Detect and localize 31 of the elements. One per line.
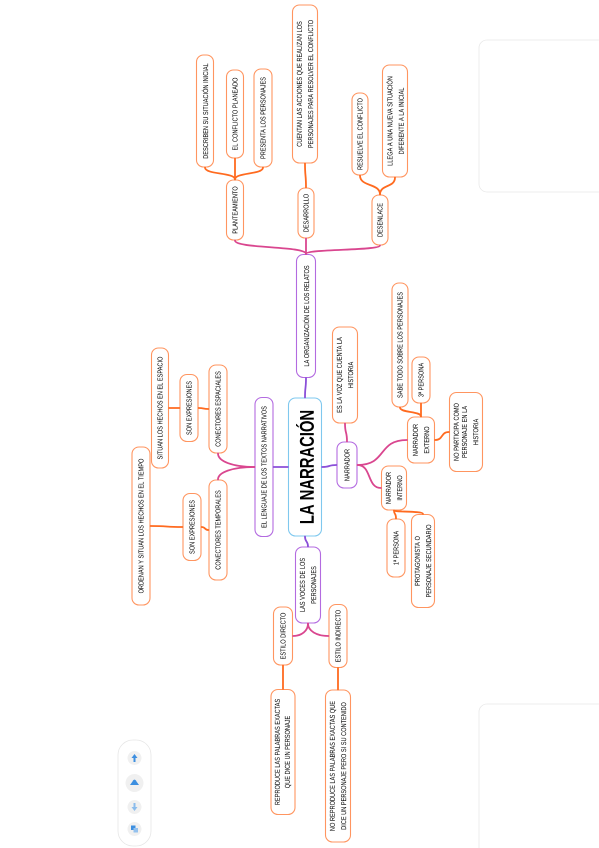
branch-line xyxy=(234,166,264,180)
branch-line xyxy=(359,174,381,196)
branch-line xyxy=(356,464,382,489)
branch-line xyxy=(198,407,210,410)
branch-line xyxy=(321,464,338,468)
branch-line xyxy=(305,238,307,255)
branch-line xyxy=(434,431,450,441)
branch-line xyxy=(344,422,348,442)
branch-line xyxy=(307,622,330,637)
branch-line xyxy=(234,240,307,255)
branch-line xyxy=(272,466,289,468)
branch-line xyxy=(234,158,236,180)
branch-line xyxy=(168,407,180,409)
branch-line xyxy=(282,664,284,690)
branch-line xyxy=(393,510,424,515)
branch-line xyxy=(379,176,396,196)
branch-line xyxy=(217,466,256,480)
branch-line xyxy=(200,526,210,531)
branch-line xyxy=(304,162,307,188)
central-topic-box: LA NARRACIÓN xyxy=(288,397,322,537)
branch-line xyxy=(420,402,422,418)
branch-line xyxy=(356,439,408,466)
branch-line xyxy=(337,667,339,690)
branch-line xyxy=(304,536,309,548)
branch-line xyxy=(150,525,184,528)
branch-line xyxy=(304,377,307,398)
branch-line xyxy=(292,622,309,637)
branch-line xyxy=(204,166,236,180)
branch-line xyxy=(393,510,397,520)
branch-line xyxy=(399,406,422,418)
branch-line xyxy=(305,244,381,255)
